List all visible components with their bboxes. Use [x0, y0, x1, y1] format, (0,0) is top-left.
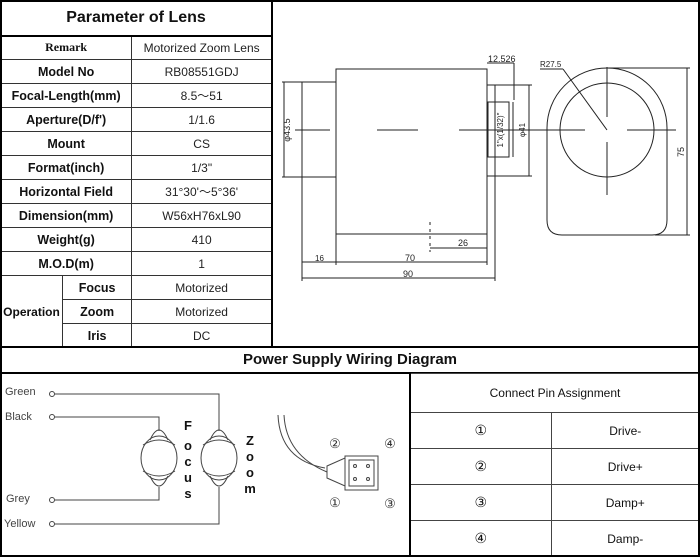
- dim-flange: 12.526: [488, 54, 516, 64]
- connector-pin-1: ①: [329, 495, 341, 510]
- pin-number: ④: [409, 520, 552, 557]
- row-label: Format(inch): [0, 155, 133, 180]
- row-value: 1/3": [131, 155, 272, 180]
- dim-height: 75: [676, 147, 686, 157]
- row-label: M.O.D(m): [0, 251, 133, 276]
- lens-front-view: R27.5 75: [538, 60, 690, 236]
- pin-number: ②: [409, 448, 552, 485]
- row-label: Mount: [0, 131, 133, 156]
- dim-70: 70: [405, 253, 415, 263]
- pin-signal: Drive-: [550, 412, 700, 449]
- operation-item-label: Iris: [61, 323, 133, 348]
- wire-label-yellow: Yellow: [4, 518, 35, 530]
- dim-radius: R27.5: [540, 60, 562, 69]
- connector-pin-4: ④: [384, 436, 396, 451]
- wire-label-green: Green: [5, 386, 36, 398]
- dim-front-diameter: φ43.5: [282, 118, 292, 141]
- connector-icon: [277, 414, 379, 491]
- connector-pin-2: ②: [329, 436, 341, 451]
- row-value: 8.5～51: [131, 83, 272, 108]
- dim-mount-diameter: φ41: [518, 122, 527, 137]
- dim-26: 26: [458, 238, 468, 248]
- wiring-diagram: Green Black Grey Yellow F o c u s Z o o …: [4, 386, 396, 530]
- row-label: Model No: [0, 59, 133, 84]
- lens-side-view: φ43.5 φ41 1"x(1/32)" 12.526 26 16 70 90: [282, 54, 540, 281]
- focus-letter: c: [184, 454, 191, 469]
- zoom-letter: o: [246, 465, 254, 480]
- dim-16: 16: [315, 254, 324, 263]
- pin-number: ③: [409, 484, 552, 521]
- lens-table-title: Parameter of Lens: [0, 0, 272, 37]
- row-value: 1/1.6: [131, 107, 272, 132]
- pin-signal: Damp+: [550, 484, 700, 521]
- zoom-letter: Z: [246, 433, 254, 448]
- focus-letter: u: [184, 470, 192, 485]
- focus-letter: o: [184, 438, 192, 453]
- row-label: Horizontal Field: [0, 179, 133, 204]
- pin-signal: Drive+: [550, 448, 700, 485]
- wire-label-black: Black: [5, 411, 32, 423]
- operation-item-value: Motorized: [131, 275, 272, 300]
- wiring-title: Power Supply Wiring Diagram: [242, 351, 458, 368]
- dim-thread: 1"x(1/32)": [496, 112, 505, 147]
- row-label: Dimension(mm): [0, 203, 133, 228]
- row-value: 31°30'～5°36': [131, 179, 272, 204]
- focus-letter: F: [184, 418, 192, 433]
- wire-label-grey: Grey: [6, 493, 30, 505]
- zoom-letter: m: [244, 481, 256, 496]
- zoom-motor-icon: [200, 429, 238, 487]
- divider: [0, 372, 700, 374]
- dim-90: 90: [403, 269, 413, 279]
- row-label: Remark: [0, 35, 133, 60]
- focus-letter: s: [184, 486, 191, 501]
- pin-signal: Damp-: [550, 520, 700, 557]
- row-value: CS: [131, 131, 272, 156]
- row-label: Aperture(D/f'): [0, 107, 133, 132]
- connector-pin-3: ③: [384, 496, 396, 511]
- pin-table-title: Connect Pin Assignment: [409, 373, 700, 413]
- focus-motor-icon: [140, 429, 178, 487]
- row-value: W56xH76xL90: [131, 203, 272, 228]
- divider: [271, 0, 273, 347]
- zoom-letter: o: [246, 449, 254, 464]
- divider: [0, 346, 700, 348]
- row-value: 1: [131, 251, 272, 276]
- row-label: Focal-Length(mm): [0, 83, 133, 108]
- operation-label: Operation: [0, 275, 63, 348]
